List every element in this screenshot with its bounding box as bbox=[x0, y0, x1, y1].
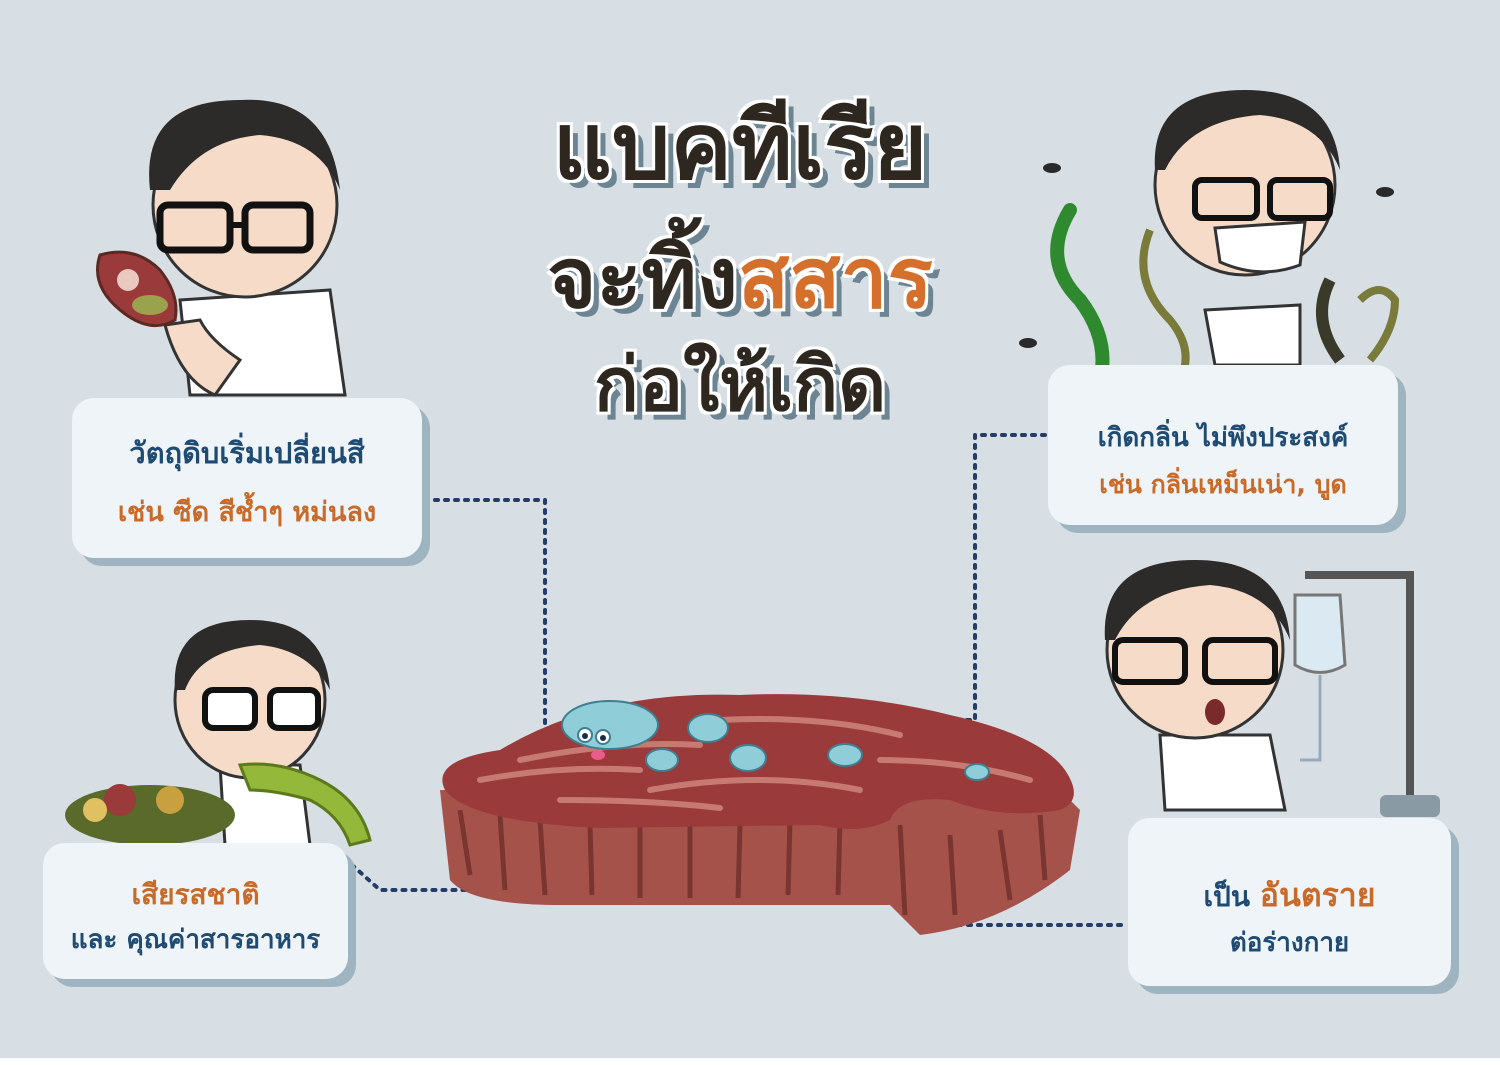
steak-illustration bbox=[440, 694, 1080, 935]
bacteria-small bbox=[645, 748, 679, 772]
card-taste: เสียรสชาติ และ คุณค่าสารอาหาร bbox=[43, 843, 348, 979]
bacteria-small bbox=[964, 763, 990, 781]
card-odor-example: เช่น กลิ่นเหม็นเน่า, บูด bbox=[1099, 470, 1347, 499]
card-taste-highlight: เสียรสชาติ bbox=[131, 878, 260, 911]
bacteria-large bbox=[561, 700, 659, 750]
bacteria-small bbox=[729, 744, 767, 772]
title-line-2: จะทิ้งสสาร bbox=[0, 210, 1490, 344]
title-line-3: ก่อให้เกิด bbox=[593, 342, 887, 428]
title-line-2-prefix: จะทิ้ง bbox=[547, 229, 738, 327]
card-danger: เป็น อันตราย ต่อร่างกาย bbox=[1128, 818, 1451, 986]
card-danger-main: ต่อร่างกาย bbox=[1229, 928, 1350, 958]
man-holding-spoiled-meat bbox=[96, 99, 347, 397]
connector-odor bbox=[838, 433, 1047, 722]
man-with-iv-drip bbox=[1104, 560, 1440, 817]
card-color-change-example: เช่น ซีด สีช้ำๆ หม่นลง bbox=[117, 497, 377, 528]
card-odor: เกิดกลิ่น ไม่พึงประสงค์ เช่น กลิ่นเหม็นเ… bbox=[1048, 365, 1398, 525]
card-danger-highlight: อันตราย bbox=[1259, 876, 1376, 914]
card-danger-prefix: เป็น bbox=[1203, 880, 1250, 913]
card-danger-row: เป็น อันตราย bbox=[1128, 870, 1451, 921]
bacteria-small bbox=[687, 713, 729, 743]
connector-color-change bbox=[423, 498, 547, 737]
card-taste-main: และ คุณค่าสารอาหาร bbox=[70, 925, 321, 955]
man-vomiting-over-food bbox=[65, 620, 372, 847]
title-line-1: แบคทีเรีย bbox=[552, 93, 928, 200]
bacteria-small bbox=[827, 743, 863, 767]
bottom-strip bbox=[0, 1058, 1500, 1065]
man-covering-nose-with-flies bbox=[1019, 90, 1400, 387]
fly-icon bbox=[1019, 163, 1394, 348]
card-color-change-main: วัตถุดิบเริ่มเปลี่ยนสี bbox=[129, 436, 365, 470]
card-color-change: วัตถุดิบเริ่มเปลี่ยนสี เช่น ซีด สีช้ำๆ ห… bbox=[72, 398, 422, 558]
card-odor-main: เกิดกลิ่น ไม่พึงประสงค์ bbox=[1097, 423, 1349, 453]
bacteria-group bbox=[561, 700, 990, 781]
title-line-2-accent: สสาร bbox=[737, 229, 933, 327]
